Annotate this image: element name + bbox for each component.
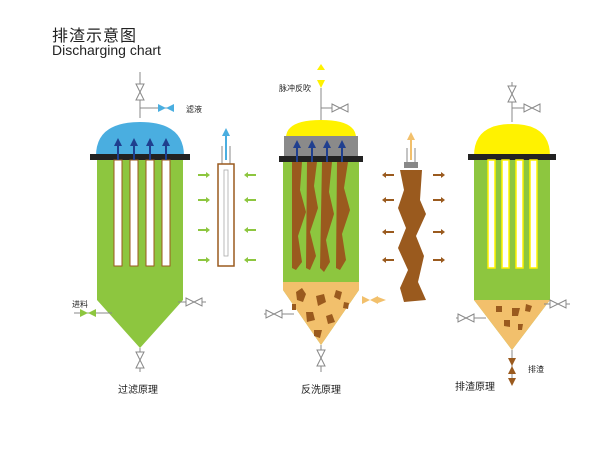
caption-backwash: 反洗原理 [301, 384, 341, 396]
grey-dome [284, 136, 358, 158]
filter-elements [113, 159, 171, 267]
vessel-discharge: 排渣 排渣原理 [455, 82, 570, 393]
vessel-filtration: 滤液 进料 过滤原理 [72, 72, 206, 396]
yellow-dome [474, 124, 550, 156]
bottom-valve-icon[interactable] [316, 349, 326, 367]
bottom-valve-icon[interactable] [135, 351, 145, 369]
tube-sheet-flange [90, 154, 190, 160]
cracked-cake [398, 170, 426, 302]
single-element-filtration [197, 128, 257, 267]
cake-elements [292, 162, 350, 272]
feed-valve-icon[interactable] [80, 309, 96, 317]
tube-sheet-flange [279, 156, 363, 162]
blue-dome [96, 122, 184, 156]
caption-filtration: 过滤原理 [118, 383, 158, 396]
sand-bottom [474, 300, 550, 350]
side-valve-icon[interactable] [185, 297, 203, 307]
top-valve-icon[interactable] [331, 103, 349, 113]
discharge-valve-icon[interactable] [508, 358, 516, 386]
discharge-label: 排渣 [528, 364, 544, 374]
discharged-cake [496, 304, 532, 330]
caption-discharge: 排渣原理 [455, 380, 495, 393]
filtrate-label: 滤液 [186, 104, 202, 114]
vessel-backwash: 脉冲反吹 [264, 64, 386, 396]
filtrate-valve-icon[interactable] [158, 104, 174, 112]
single-element-backwash [381, 132, 446, 302]
side-top-valve-icon[interactable] [523, 103, 541, 113]
yellow-valve-icon[interactable] [362, 296, 386, 304]
top-valve-icon[interactable] [507, 85, 517, 103]
filter-elements [487, 159, 538, 269]
top-valve-icon[interactable] [135, 83, 145, 101]
yellow-cap [286, 120, 356, 138]
side-valve-left-icon[interactable] [457, 313, 475, 323]
side-valve-icon[interactable] [265, 309, 283, 319]
diagram-title-en: Discharging chart [52, 42, 161, 58]
sand-bottom [283, 282, 359, 345]
tube-sheet-flange [468, 154, 556, 160]
falling-cake [292, 288, 349, 338]
feed-label: 进料 [72, 299, 88, 309]
side-valve-right-icon[interactable] [549, 299, 567, 309]
pulse-backwash-label: 脉冲反吹 [279, 83, 311, 93]
diagram-title-cn: 排渣示意图 [52, 26, 138, 45]
